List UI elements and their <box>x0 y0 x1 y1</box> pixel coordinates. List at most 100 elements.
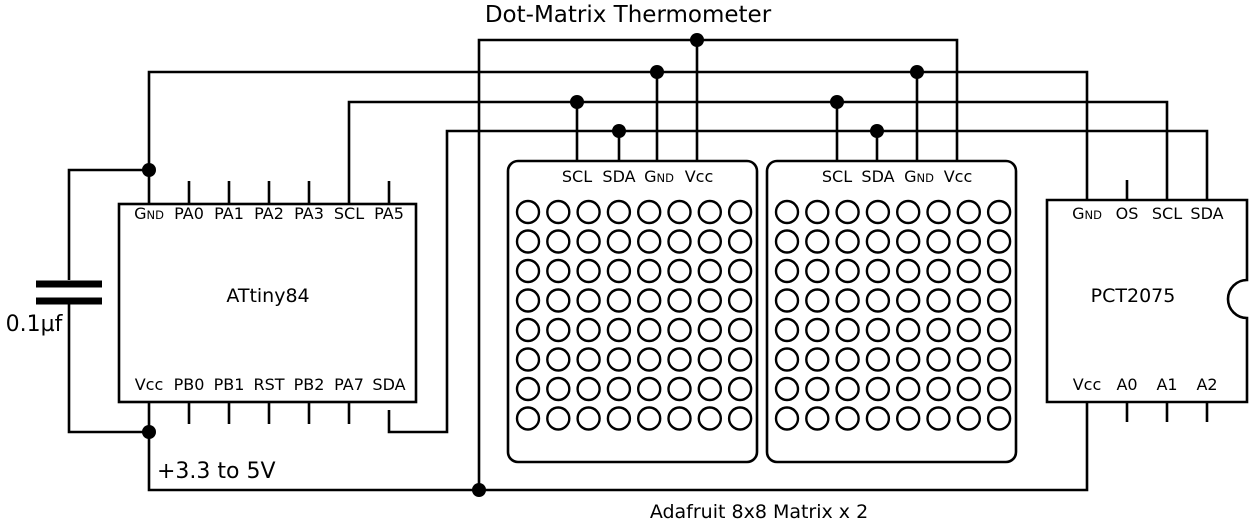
matrix-1-led <box>515 317 541 343</box>
pct2075-pin-vcc: Vcc <box>1073 375 1102 394</box>
matrix-2-led <box>774 406 800 431</box>
matrix-1-led <box>546 317 571 343</box>
attiny-pin-pb1: PB1 <box>214 375 245 394</box>
matrix-1-led <box>606 288 632 313</box>
matrix-2-led <box>986 258 1012 284</box>
matrix-1-led <box>667 347 692 372</box>
pct2075-pin-gnd: GND <box>1072 204 1102 223</box>
junction-sda-matrix2 <box>870 124 884 138</box>
matrix-2-pin-scl: SCL <box>822 167 852 186</box>
attiny-pin-pa1: PA1 <box>214 204 244 223</box>
attiny-top-pin-lines <box>187 181 391 204</box>
pct2075-pin-os: OS <box>1116 204 1139 223</box>
matrix-2-led <box>835 347 860 372</box>
attiny-pin-vcc: Vcc <box>135 375 164 394</box>
matrix-2-led <box>896 229 921 254</box>
matrix-2-led <box>774 258 800 284</box>
matrix-1-led <box>727 288 753 313</box>
matrix-2-led <box>774 317 800 343</box>
matrix-2-led <box>835 229 860 254</box>
matrix-2-led <box>865 199 891 225</box>
matrix-1-led <box>606 347 632 372</box>
matrix-2-led <box>865 347 891 372</box>
matrix-1-led <box>546 229 571 254</box>
attiny-pin-pa5: PA5 <box>374 204 404 223</box>
matrix-2-pin-sda: SDA <box>861 167 894 186</box>
matrix-2-led <box>865 288 891 313</box>
attiny-pin-pa3: PA3 <box>294 204 324 223</box>
matrix-2-led <box>835 317 860 343</box>
matrix-1-led <box>697 406 722 431</box>
matrix-1-led <box>576 406 601 431</box>
matrix-2-led <box>986 288 1012 313</box>
matrix-1-led <box>546 347 571 372</box>
attiny-pin-rst: RST <box>253 375 284 394</box>
pct2075-pin-sda: SDA <box>1190 204 1223 223</box>
matrix-1-led <box>546 258 571 284</box>
matrix-1-led <box>576 229 601 254</box>
cap-vcc-wire <box>67 304 149 434</box>
matrix-1-led <box>515 229 541 254</box>
matrix-1-led <box>606 199 632 225</box>
matrix-1-led <box>515 258 541 284</box>
pct2075-pin-a0: A0 <box>1116 375 1137 394</box>
matrix-2-led <box>774 288 800 313</box>
matrix-1-led <box>515 199 541 225</box>
matrix-2-led <box>986 317 1012 343</box>
attiny-pin-pa0: PA0 <box>174 204 204 223</box>
matrix-2-led <box>956 347 981 372</box>
matrix-1-pin-scl: SCL <box>562 167 592 186</box>
matrix-2-led <box>805 199 830 225</box>
junction-dots <box>142 33 924 497</box>
matrix-2-led <box>986 199 1012 225</box>
matrix-1-led <box>606 258 632 284</box>
matrix-2-led <box>805 258 830 284</box>
matrix-1-led <box>727 406 753 431</box>
matrix-1-led <box>637 258 662 284</box>
matrix-1-led <box>546 199 571 225</box>
matrix-1-led <box>546 288 571 313</box>
matrix-1: SCL SDA GND Vcc <box>506 159 759 464</box>
matrix-2-led <box>774 199 800 225</box>
sda-bus-wire <box>387 129 1209 434</box>
matrix-2-led <box>956 406 981 431</box>
matrix-2-pin-vcc: Vcc <box>944 167 973 186</box>
matrix-2-led <box>805 288 830 313</box>
matrix-2-led <box>896 258 921 284</box>
matrix-1-led <box>727 347 753 372</box>
attiny-body <box>117 202 418 404</box>
matrix-1-led <box>667 229 692 254</box>
matrix-2-led <box>926 288 951 313</box>
matrix-1-led-grid <box>515 199 753 431</box>
matrix-2-led <box>926 347 951 372</box>
matrix-2-led <box>896 406 921 431</box>
matrix-1-led <box>667 376 692 402</box>
matrix-1-pin-vcc: Vcc <box>685 167 714 186</box>
matrix-1-led <box>667 199 692 225</box>
capacitor-label: 0.1µf <box>6 312 64 337</box>
matrix-2-led <box>926 229 951 254</box>
pct2075-pin-scl: SCL <box>1152 204 1182 223</box>
matrix-2-led <box>926 376 951 402</box>
matrix-2-led <box>986 376 1012 402</box>
matrix-1-led <box>637 317 662 343</box>
matrix-2-led <box>805 406 830 431</box>
pct2075-name: PCT2075 <box>1091 285 1176 307</box>
matrix-1-led <box>606 376 632 402</box>
matrix-2-led <box>926 406 951 431</box>
matrix-2-led <box>835 376 860 402</box>
matrix-2-led <box>865 229 891 254</box>
junction-gnd-cap <box>142 163 156 177</box>
matrix-1-led <box>697 317 722 343</box>
junction-sda-matrix1 <box>612 124 626 138</box>
attiny-name: ATtiny84 <box>226 285 309 307</box>
matrix-1-led <box>727 199 753 225</box>
matrix-1-led <box>637 288 662 313</box>
matrix-1-led <box>515 376 541 402</box>
matrix-2-led <box>774 229 800 254</box>
matrix-1-led <box>576 317 601 343</box>
matrix-2-led <box>805 376 830 402</box>
matrix-2-led <box>956 317 981 343</box>
attiny-pin-sda: SDA <box>372 375 405 394</box>
matrix-1-led <box>637 229 662 254</box>
